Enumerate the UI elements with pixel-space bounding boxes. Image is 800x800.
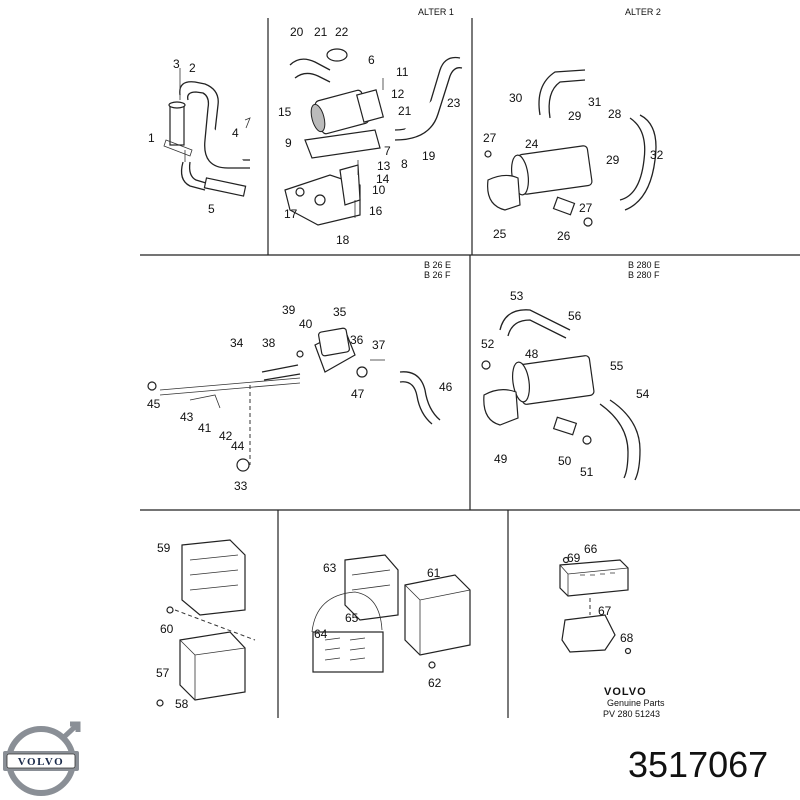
brand-box-volvo: VOLVO — [604, 686, 647, 698]
callout-51: 51 — [580, 465, 594, 479]
callout-53: 53 — [510, 289, 524, 303]
callout-40: 40 — [299, 317, 313, 331]
callout-24: 24 — [525, 137, 539, 151]
callout-29-mid: 29 — [606, 153, 620, 167]
callout-1: 1 — [148, 131, 155, 145]
callout-27-top: 27 — [483, 131, 497, 145]
callout-18: 18 — [336, 233, 350, 247]
callout-29-top: 29 — [568, 109, 582, 123]
callout-60: 60 — [160, 622, 174, 636]
callout-65: 65 — [345, 611, 359, 625]
callout-12: 12 — [391, 87, 405, 101]
panel-alter1-drawing — [284, 48, 463, 226]
callout-9: 9 — [285, 136, 292, 150]
callout-4: 4 — [232, 126, 239, 140]
callout-22: 22 — [335, 25, 349, 39]
callout-63: 63 — [323, 561, 337, 575]
panel-top-left-drawing — [163, 68, 251, 197]
callout-30: 30 — [509, 91, 523, 105]
callout-46: 46 — [439, 380, 453, 394]
callout-27-bottom: 27 — [579, 201, 593, 215]
callout-8: 8 — [401, 157, 408, 171]
callout-20: 20 — [290, 25, 304, 39]
header-b280-line2: B 280 F — [628, 270, 660, 280]
header-b26-line2: B 26 F — [424, 270, 451, 280]
callout-61: 61 — [427, 566, 441, 580]
volvo-logo: VOLVO — [3, 721, 81, 796]
callout-49: 49 — [494, 452, 508, 466]
callout-64: 64 — [314, 627, 328, 641]
callout-59: 59 — [157, 541, 171, 555]
callout-41: 41 — [198, 421, 212, 435]
callout-32: 32 — [650, 148, 664, 162]
brand-box-code: PV 280 51243 — [603, 709, 660, 719]
callout-7: 7 — [384, 144, 391, 158]
callout-10: 10 — [372, 183, 386, 197]
callout-42: 42 — [219, 429, 233, 443]
callout-54: 54 — [636, 387, 650, 401]
callout-57: 57 — [156, 666, 170, 680]
callout-26: 26 — [557, 229, 571, 243]
callout-47: 47 — [351, 387, 365, 401]
panel-b26-drawing — [147, 327, 441, 472]
callout-55: 55 — [610, 359, 624, 373]
callout-34: 34 — [230, 336, 244, 350]
header-b280-line1: B 280 E — [628, 260, 660, 270]
callout-19: 19 — [422, 149, 436, 163]
callout-2: 2 — [189, 61, 196, 75]
callout-23: 23 — [447, 96, 461, 110]
callout-5: 5 — [208, 202, 215, 216]
header-alter-1: ALTER 1 — [418, 7, 454, 17]
panel-bottom-left-drawing — [156, 539, 256, 707]
callout-21-mid: 21 — [398, 104, 412, 118]
callout-69: 69 — [567, 551, 581, 565]
callout-44: 44 — [231, 439, 245, 453]
callout-67: 67 — [598, 604, 612, 618]
callout-62: 62 — [428, 676, 442, 690]
callout-38: 38 — [262, 336, 276, 350]
callout-39: 39 — [282, 303, 296, 317]
callout-36: 36 — [350, 333, 364, 347]
callout-13: 13 — [377, 159, 391, 173]
callout-31: 31 — [588, 95, 602, 109]
brand-box-genuine: Genuine Parts — [607, 698, 665, 708]
panel-alter2-drawing — [484, 69, 657, 227]
panel-bottom-middle-drawing — [311, 554, 471, 673]
callout-45: 45 — [147, 397, 161, 411]
callout-66: 66 — [584, 542, 598, 556]
callout-35: 35 — [333, 305, 347, 319]
callout-48: 48 — [525, 347, 539, 361]
header-b26-line1: B 26 E — [424, 260, 451, 270]
callout-58: 58 — [175, 697, 189, 711]
callout-56: 56 — [568, 309, 582, 323]
callout-14: 14 — [376, 172, 390, 186]
panel-dividers — [140, 18, 800, 718]
genuine-parts-box: VOLVO Genuine Parts PV 280 51243 — [603, 686, 665, 719]
callout-68: 68 — [620, 631, 634, 645]
panel-bottom-right-drawing — [559, 556, 632, 655]
callout-25: 25 — [493, 227, 507, 241]
callout-16: 16 — [369, 204, 383, 218]
logo-wordmark: VOLVO — [18, 756, 64, 768]
header-alter-2: ALTER 2 — [625, 7, 661, 17]
callout-6: 6 — [368, 53, 375, 67]
callout-37: 37 — [372, 338, 386, 352]
callout-50: 50 — [558, 454, 572, 468]
callout-3: 3 — [173, 57, 180, 71]
callout-43: 43 — [180, 410, 194, 424]
callout-21-top: 21 — [314, 25, 328, 39]
panel-b280-drawing — [481, 309, 641, 481]
callout-17: 17 — [284, 207, 298, 221]
callout-33: 33 — [234, 479, 248, 493]
callout-11: 11 — [396, 65, 409, 79]
callout-28: 28 — [608, 107, 622, 121]
part-number: 3517067 — [628, 744, 768, 785]
callout-15: 15 — [278, 105, 292, 119]
callout-52: 52 — [481, 337, 495, 351]
